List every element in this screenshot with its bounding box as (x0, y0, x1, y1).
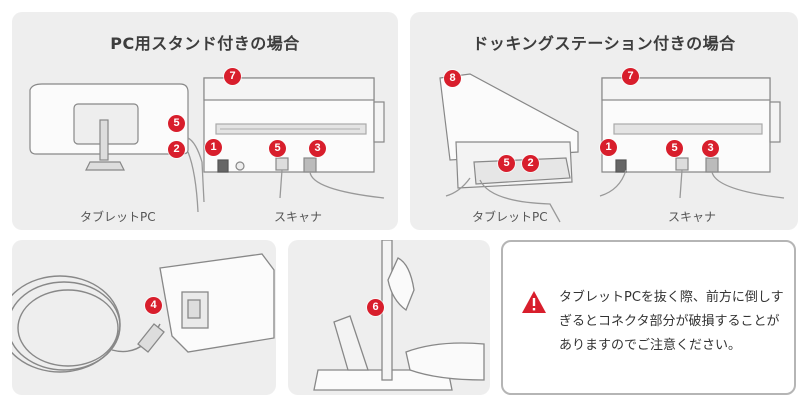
panel-title: ドッキングステーション付きの場合 (472, 34, 736, 53)
ac-adapter-illustration (12, 253, 275, 373)
panel-tablet-insert: 6 (288, 240, 490, 395)
badge-1: 1 (205, 139, 222, 156)
badge-5: 5 (498, 155, 515, 172)
badge-6: 6 (367, 299, 384, 316)
panel-ac-adapter: 4 (12, 240, 276, 395)
badge-5: 5 (269, 140, 286, 157)
caption-scanner: スキャナ (274, 210, 323, 224)
warning-triangle-icon (522, 291, 546, 313)
badge-7: 7 (224, 68, 241, 85)
pc-stand-illustration (29, 77, 385, 213)
caution-text: タブレットPCを抜く際、前方に倒しすぎるとコネクタ部分が破損することがありますの… (559, 290, 784, 353)
panel-title: PC用スタンド付きの場合 (110, 34, 300, 53)
badge-8: 8 (444, 70, 461, 87)
panel-docking-station: ドッキングステーション付きの場合 8 7 5 2 1 5 3 タブレットPC (410, 12, 798, 230)
badge-3: 3 (309, 140, 326, 157)
badge-4: 4 (145, 297, 162, 314)
caution-notice: タブレットPCを抜く際、前方に倒しすぎるとコネクタ部分が破損することがありますの… (501, 240, 796, 395)
caption-tablet-pc: タブレットPC (472, 210, 548, 224)
caption-scanner: スキャナ (668, 210, 717, 224)
caption-tablet-pc: タブレットPC (80, 210, 156, 224)
tablet-insert-illustration (313, 240, 485, 391)
badge-2: 2 (522, 155, 539, 172)
badge-3: 3 (702, 140, 719, 157)
badge-7: 7 (622, 68, 639, 85)
badge-2: 2 (168, 141, 185, 158)
badge-5: 5 (666, 140, 683, 157)
panel-pc-stand: PC用スタンド付きの場合 7 5 2 1 (12, 12, 398, 230)
badge-5: 5 (168, 115, 185, 132)
badge-1: 1 (600, 139, 617, 156)
docking-station-illustration (439, 73, 785, 223)
